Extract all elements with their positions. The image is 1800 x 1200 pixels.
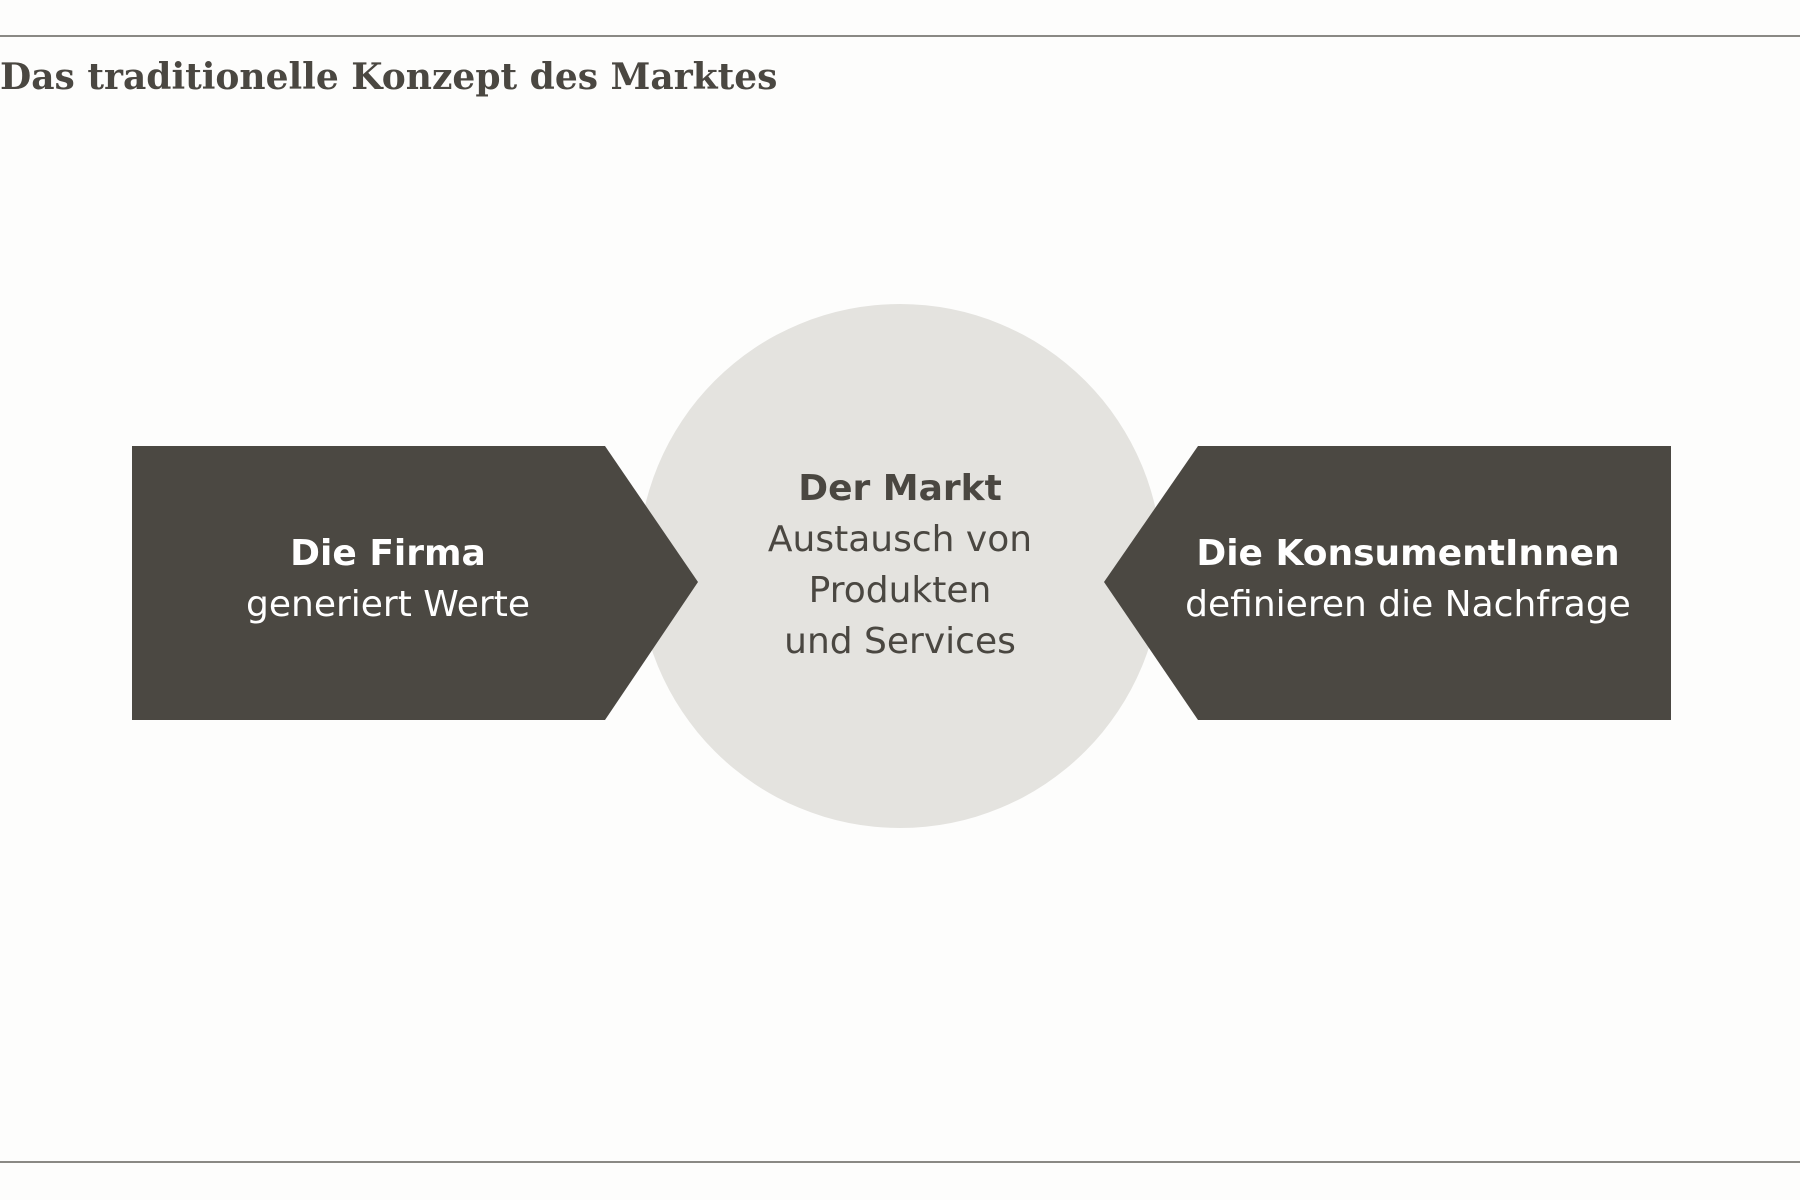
consumers-heading: Die KonsumentInnen [1196, 533, 1620, 574]
market-line: Produkten [808, 570, 992, 611]
firm-heading: Die Firma [290, 533, 486, 574]
page-title: Das traditionelle Konzept des Marktes [0, 56, 778, 98]
market-label: Der Markt Austausch von Produkten und Se… [700, 463, 1100, 667]
consumers-label: Die KonsumentInnen definieren die Nachfr… [1150, 528, 1666, 630]
consumers-arrow-block [1104, 446, 1671, 720]
top-divider [0, 35, 1800, 37]
consumers-text: definieren die Nachfrage [1185, 584, 1631, 625]
bottom-divider [0, 1161, 1800, 1163]
market-circle [638, 304, 1162, 828]
market-line: und Services [784, 621, 1016, 662]
firm-text: generiert Werte [246, 584, 530, 625]
firm-label: Die Firma generiert Werte [150, 528, 626, 630]
market-heading: Der Markt [798, 468, 1002, 509]
firm-arrow-block [132, 446, 698, 720]
market-line: Austausch von [767, 519, 1033, 560]
